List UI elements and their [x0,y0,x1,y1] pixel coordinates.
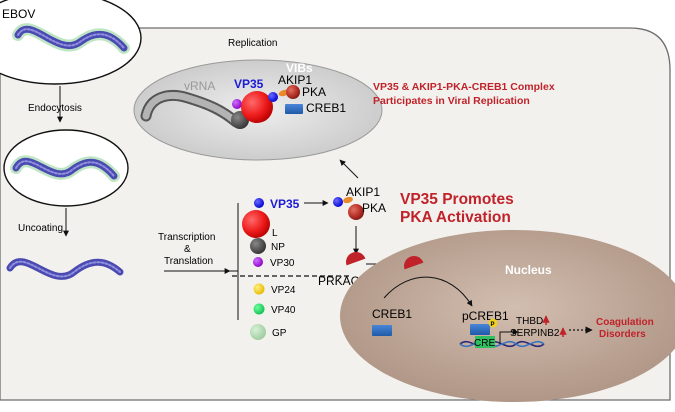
vp24-label: VP24 [271,285,296,296]
creb1-protein [372,325,392,336]
ebov-label: EBOV [2,7,35,21]
np-protein [250,238,266,254]
prkaca-subunit [346,252,366,266]
vib-pka-label: PKA [302,85,326,99]
vp30-label: VP30 [270,258,295,269]
phosphate-label: P [491,322,495,328]
vib-creb1-protein [285,104,303,114]
vib-creb1-label: CREB1 [306,101,346,115]
vib-vp35-protein [268,92,278,102]
gene-thbd-label: THBD [516,316,543,327]
replication-title: Replication [228,38,277,49]
cre-element [475,336,495,348]
uncoated-nucleocapsid [6,258,124,280]
vp40-label: VP40 [271,305,296,316]
translation-label: Translation [164,256,213,267]
endocytosis-label: Endocytosis [28,103,82,114]
complex-vp35-protein [333,197,343,207]
transcription-start-arrow [499,329,519,344]
gp-label: GP [272,328,287,339]
arrow-creb1-phosphorylation [383,276,473,307]
vib-akip1-label: AKIP1 [278,73,312,87]
vp40-protein [253,303,265,315]
cre-label: CRE [474,338,495,349]
vib-pka-protein [286,85,300,99]
vrna-label: vRNA [184,79,215,93]
complex-pka-protein [348,204,364,220]
nucleus-title: Nucleus [505,263,552,277]
transcription-label: Transcription [158,232,215,243]
pka-activation-headline-line2: PKA Activation [400,209,511,226]
uncoating-label: Uncoating [18,223,63,234]
vp35-protein [254,198,264,208]
activation-pka-label: PKA [362,201,386,215]
vibs-label: VIBs [286,61,313,75]
activation-akip1-label: AKIP1 [346,185,380,199]
arrow-to-replication [339,159,359,179]
vib-l-protein [241,91,273,123]
vrna-strand [140,89,242,128]
phosphate-group [488,318,498,328]
pka-activation-headline-line1: VP35 Promotes [400,191,514,208]
gp-protein [250,324,266,340]
pcreb1-protein [470,324,490,335]
complex-caption-line1: VP35 & AKIP1-PKA-CREB1 Complex [373,81,555,93]
pcreb1-label: pCREB1 [462,309,509,323]
gene-serpinb2-label: SERPINB2 [510,328,560,339]
coagulation-label-line1: Coagulation [596,317,654,328]
vib-vp35-label: VP35 [234,77,264,91]
complex-caption-line2: Participates in Viral Replication [373,95,530,107]
vp24-protein [253,283,265,295]
vib-vp30-protein [232,99,242,109]
ampersand-label: & [184,244,191,255]
vp35-label: VP35 [270,197,300,211]
endosome-virus-particle [10,155,120,182]
l-protein [242,210,270,238]
nucleus [340,230,675,402]
complex-akip1-protein [343,196,353,204]
np-label: NP [271,242,285,253]
dna-double-helix [459,340,545,348]
vp30-protein [253,257,263,267]
nuclear-prkaca-subunit [404,256,424,270]
l-label: L [272,228,278,239]
creb1-label: CREB1 [372,307,412,321]
coagulation-label-line2: Disorders [599,329,646,340]
ebov-virus-particle [12,23,130,54]
